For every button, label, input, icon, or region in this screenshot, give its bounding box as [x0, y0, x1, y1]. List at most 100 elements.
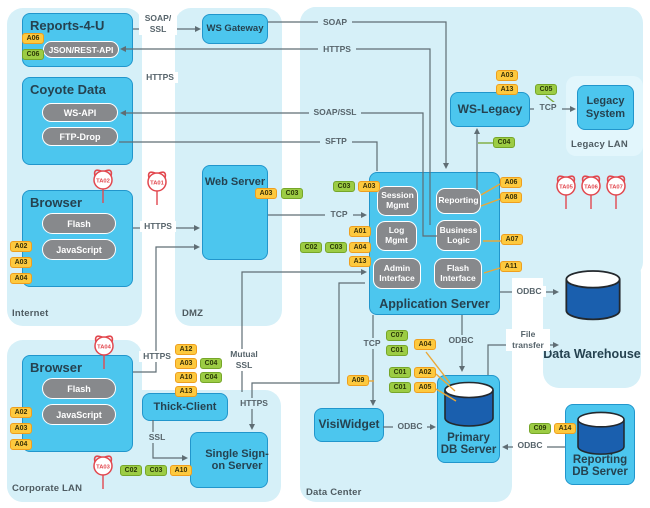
control-badge[interactable]: C07 [386, 330, 408, 341]
node-single-sign-on-server[interactable]: Single Sign-on Server [190, 432, 269, 488]
risk-badge[interactable]: A04 [10, 273, 32, 284]
control-badge[interactable]: C01 [386, 345, 408, 356]
component-session-mgmt[interactable]: Session Mgmt [377, 186, 418, 216]
risk-badge[interactable]: A04 [10, 439, 32, 450]
edge-label-sftp: SFTP [320, 136, 352, 147]
node-primary-db-server[interactable]: Primary DB Server [437, 375, 500, 463]
control-badge[interactable]: C04 [200, 372, 222, 383]
edge-label-https: HTTPS [139, 351, 175, 362]
node-title: Single Sign-on Server [205, 447, 269, 472]
threat-agent-icon[interactable]: TA07 [603, 172, 629, 210]
node-browser-internet[interactable]: Browser [22, 190, 133, 287]
node-legacy-system[interactable]: Legacy System [577, 85, 634, 130]
zone-label-legacy-lan: Legacy LAN [571, 139, 628, 150]
node-title: VisiWidget [318, 417, 380, 432]
node-title: Browser [30, 360, 83, 375]
risk-badge[interactable]: A08 [500, 192, 522, 203]
threat-agent-icon[interactable]: TA05 [553, 172, 579, 210]
risk-badge[interactable]: A13 [175, 386, 197, 397]
threat-agent-icon[interactable]: TA01 [144, 168, 170, 206]
control-badge[interactable]: C04 [200, 358, 222, 369]
threat-agent-icon[interactable]: TA02 [90, 166, 116, 204]
control-badge[interactable]: C04 [493, 137, 515, 148]
node-data-warehouse[interactable]: Data Warehouse [543, 347, 641, 361]
threat-agent-label: TA04 [97, 345, 112, 351]
threat-agent-label: TA03 [96, 465, 111, 471]
edge-label-tcp: TCP [534, 102, 562, 113]
component-reporting[interactable]: Reporting [436, 188, 481, 214]
control-badge[interactable]: C02 [120, 465, 142, 476]
risk-badge[interactable]: A06 [22, 33, 44, 44]
node-visiwidget[interactable]: VisiWidget [314, 408, 384, 442]
risk-badge[interactable]: A12 [175, 344, 197, 355]
risk-badge[interactable]: A02 [10, 241, 32, 252]
control-badge[interactable]: C05 [535, 84, 557, 95]
risk-badge[interactable]: A01 [349, 226, 371, 237]
control-badge[interactable]: C03 [325, 242, 347, 253]
edge-label-ssl: SSL [145, 432, 169, 443]
component-flash[interactable]: Flash [42, 378, 116, 399]
control-badge[interactable]: C03 [145, 465, 167, 476]
control-badge[interactable]: C03 [333, 181, 355, 192]
control-badge[interactable]: C01 [389, 367, 411, 378]
component-log-mgmt[interactable]: Log Mgmt [376, 221, 417, 251]
database-cylinder-icon [565, 270, 621, 321]
edge-label-soap: SOAP [318, 17, 352, 28]
node-title: Reports-4-U [30, 18, 105, 33]
risk-badge[interactable]: A05 [414, 382, 436, 393]
risk-badge[interactable]: A13 [496, 84, 518, 95]
risk-badge[interactable]: A03 [10, 423, 32, 434]
risk-badge[interactable]: A13 [349, 256, 371, 267]
threat-agent-icon[interactable]: TA06 [578, 172, 604, 210]
risk-badge[interactable]: A11 [500, 261, 522, 272]
edge-label-soap-ssl: SOAP/ SSL [139, 13, 177, 35]
risk-badge[interactable]: A03 [358, 181, 380, 192]
risk-badge[interactable]: A14 [554, 423, 576, 434]
node-title: Legacy System [585, 95, 626, 120]
risk-badge[interactable]: A03 [496, 70, 518, 81]
risk-badge[interactable]: A10 [170, 465, 192, 476]
node-browser-corporate[interactable]: Browser [22, 355, 133, 452]
node-title: Primary DB Server [440, 431, 497, 457]
risk-badge[interactable]: A03 [255, 188, 277, 199]
node-ws-gateway[interactable]: WS Gateway [202, 14, 268, 44]
control-badge[interactable]: C06 [22, 49, 44, 60]
component-flash[interactable]: Flash [42, 213, 116, 234]
risk-badge[interactable]: A03 [10, 257, 32, 268]
risk-badge[interactable]: A04 [414, 339, 436, 350]
threat-agent-label: TA05 [559, 185, 574, 191]
control-badge[interactable]: C09 [529, 423, 551, 434]
node-title: Coyote Data [30, 82, 106, 97]
node-thick-client[interactable]: Thick-Client [142, 393, 228, 421]
risk-badge[interactable]: A10 [175, 372, 197, 383]
threat-agent-icon[interactable]: TA03 [90, 452, 116, 490]
edge-label-https: HTTPS [318, 44, 356, 55]
threat-agent-icon[interactable]: TA04 [91, 332, 117, 370]
component-ftp-drop[interactable]: FTP-Drop [42, 127, 118, 146]
risk-badge[interactable]: A02 [414, 367, 436, 378]
risk-badge[interactable]: A04 [349, 242, 371, 253]
control-badge[interactable]: C02 [300, 242, 322, 253]
component-javascript[interactable]: JavaScript [42, 239, 116, 260]
control-badge[interactable]: C03 [281, 188, 303, 199]
risk-badge[interactable]: A09 [347, 375, 369, 386]
node-ws-legacy[interactable]: WS-Legacy [450, 92, 530, 127]
node-reporting-db-server[interactable]: Reporting DB Server [565, 404, 635, 485]
risk-badge[interactable]: A02 [10, 407, 32, 418]
edge-label-tcp: TCP [358, 338, 386, 349]
zone-label-corporate-lan: Corporate LAN [12, 483, 83, 494]
component-javascript[interactable]: JavaScript [42, 404, 116, 425]
risk-badge[interactable]: A03 [175, 358, 197, 369]
component-json-rest-api[interactable]: JSON/REST-API [43, 41, 119, 58]
database-cylinder-icon [577, 411, 625, 455]
component-business-logic[interactable]: Business Logic [436, 220, 481, 251]
control-badge[interactable]: C01 [389, 382, 411, 393]
edge-label-odbc: ODBC [444, 335, 478, 346]
node-web-server[interactable]: Web Server [202, 165, 268, 260]
risk-badge[interactable]: A07 [501, 234, 523, 245]
component-ws-api[interactable]: WS-API [42, 103, 118, 122]
component-flash-interface[interactable]: Flash Interface [434, 258, 482, 289]
node-title: WS-Legacy [457, 101, 523, 116]
component-admin-interface[interactable]: Admin Interface [373, 258, 421, 289]
risk-badge[interactable]: A06 [500, 177, 522, 188]
